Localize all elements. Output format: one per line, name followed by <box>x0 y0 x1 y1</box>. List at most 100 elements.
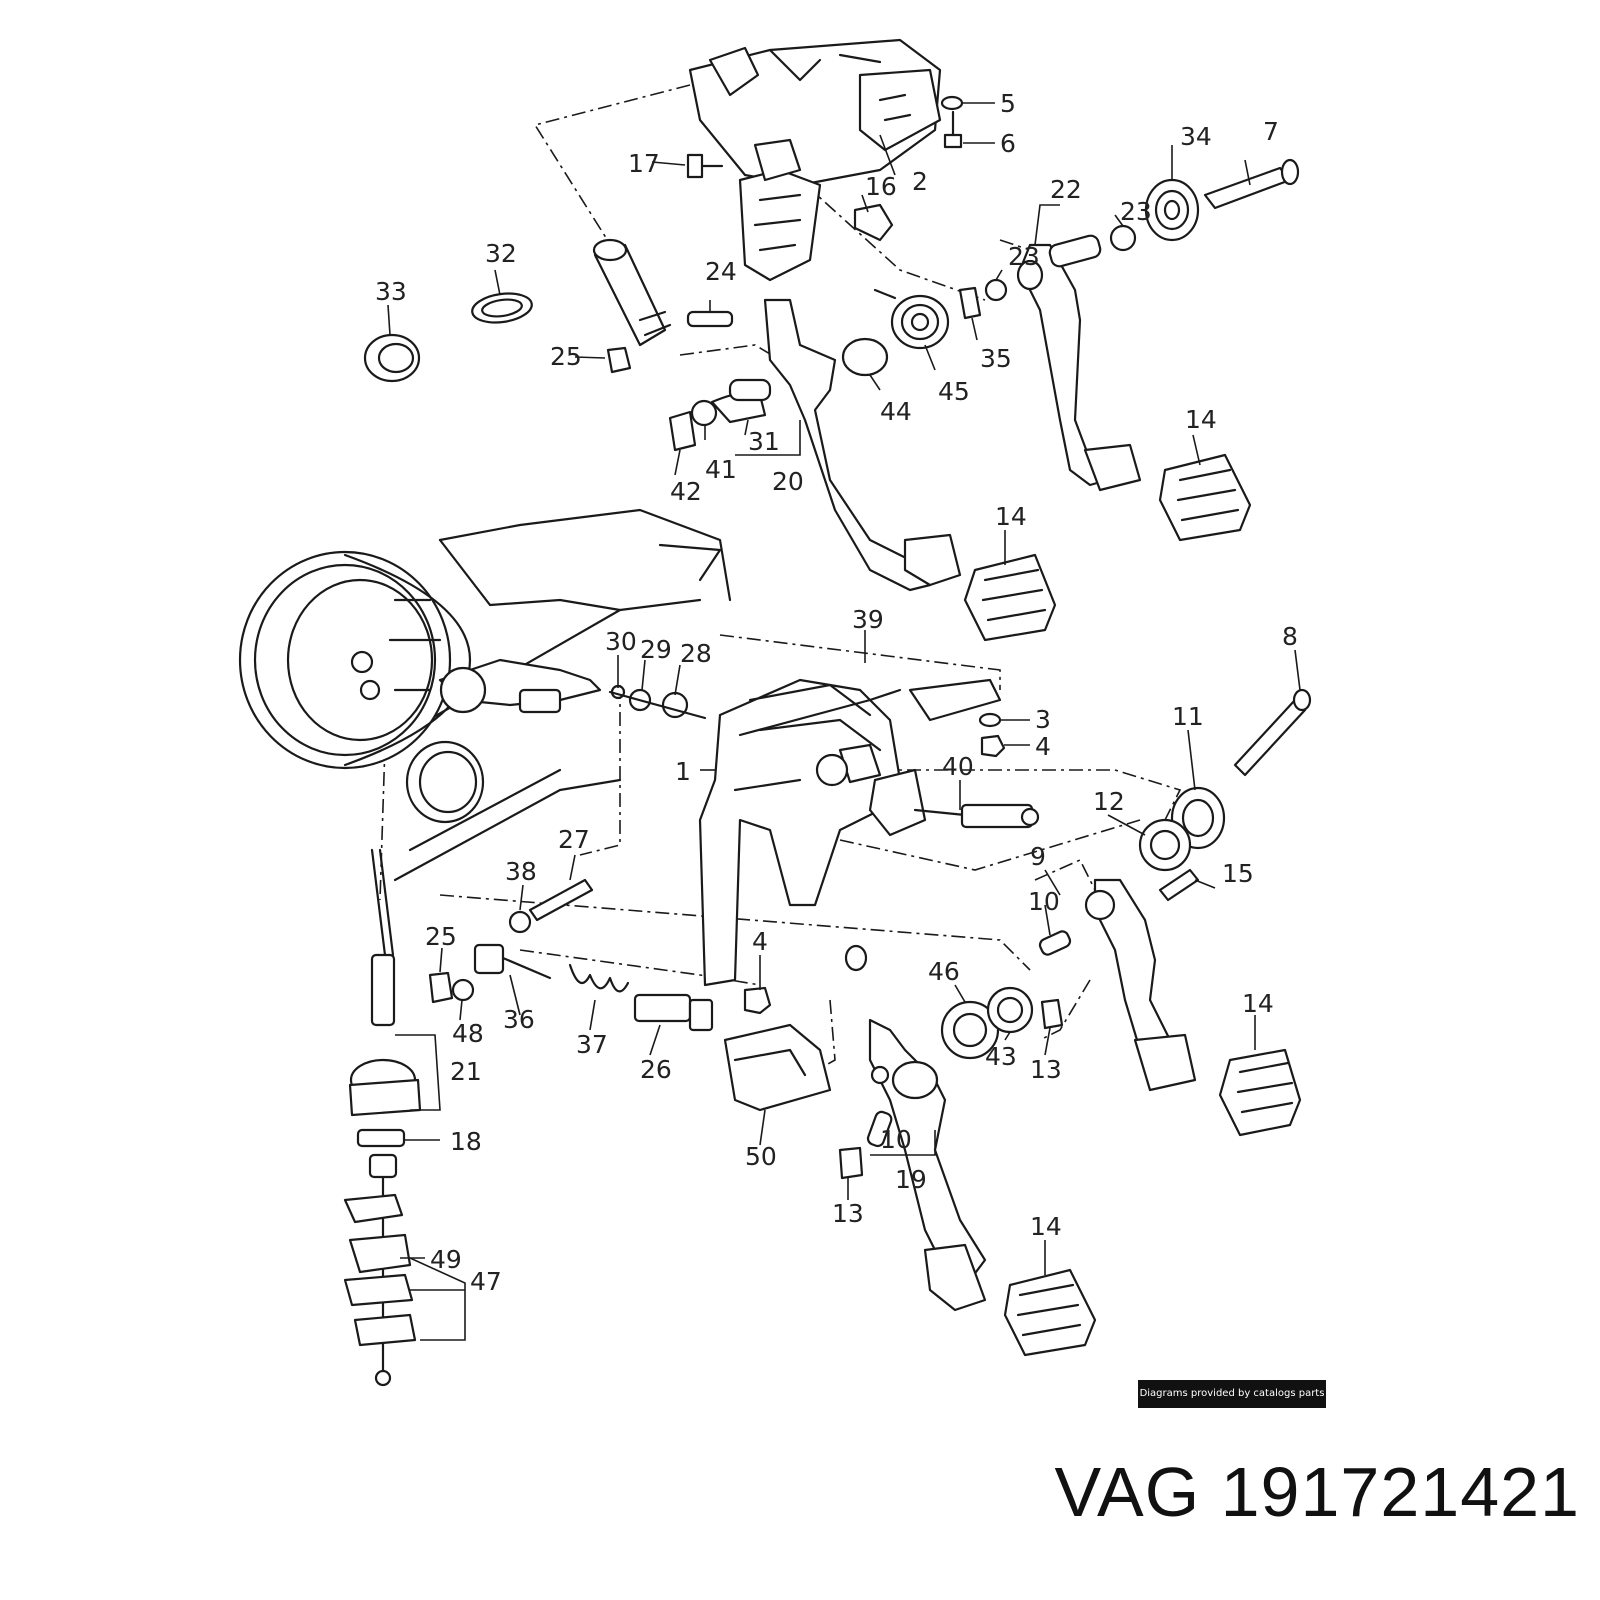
clip-13 <box>1040 998 1064 1030</box>
pin-24 <box>686 310 734 328</box>
clip-16 <box>853 203 894 242</box>
callout-27: 27 <box>558 825 590 854</box>
callout-20: 20 <box>772 467 804 496</box>
washer-48 <box>451 978 475 1002</box>
pivot-bolt-8 <box>1233 688 1312 777</box>
callout-25b: 25 <box>425 922 457 951</box>
grommet-33 <box>363 333 421 383</box>
spring-11 <box>1170 786 1226 850</box>
callout-45: 45 <box>938 377 970 406</box>
callout-47: 47 <box>470 1267 502 1296</box>
callout-26: 26 <box>640 1055 672 1084</box>
callout-15: 15 <box>1222 859 1254 888</box>
callout-1: 1 <box>675 757 691 786</box>
clip-35 <box>958 286 982 320</box>
callout-10a: 10 <box>1028 887 1060 916</box>
washer-3 <box>978 712 1002 728</box>
callout-24: 24 <box>705 257 737 286</box>
part-number-title: VAG 191721421 <box>1054 1453 1580 1531</box>
nut-4-lower <box>743 986 772 1015</box>
callout-18: 18 <box>450 1127 482 1156</box>
callout-43: 43 <box>985 1042 1017 1071</box>
callout-40: 40 <box>942 752 974 781</box>
callout-46: 46 <box>928 957 960 986</box>
leader-lines <box>387 102 1301 1341</box>
bushing-38 <box>508 910 532 934</box>
brake-pedal <box>984 234 1142 492</box>
pedal-pad-1 <box>1158 453 1252 542</box>
bushing-23 <box>1109 224 1137 252</box>
pushrod-assembly <box>438 658 707 720</box>
callout-19: 19 <box>895 1165 927 1194</box>
callout-4b: 4 <box>752 927 768 956</box>
pedal-bracket-center <box>698 678 1002 987</box>
diagram-credit-badge: Diagrams provided by catalogs parts <box>1138 1380 1326 1408</box>
callout-14c: 14 <box>1242 989 1274 1018</box>
callout-22: 22 <box>1050 175 1082 204</box>
callout-12: 12 <box>1093 787 1125 816</box>
lower-right-pedal <box>1038 878 1197 1092</box>
callout-41: 41 <box>705 455 737 484</box>
brake-booster <box>238 550 472 770</box>
callout-35: 35 <box>980 344 1012 373</box>
spring-45 <box>873 288 950 350</box>
callout-14a: 14 <box>1185 405 1217 434</box>
bolt-17 <box>686 153 724 179</box>
callout-3a: 3 <box>1035 705 1051 734</box>
bolt-6 <box>943 110 963 149</box>
pedal-pad-2 <box>963 553 1057 642</box>
callout-21: 21 <box>450 1057 482 1086</box>
spring-37 <box>568 963 630 993</box>
bushing-43 <box>986 986 1034 1034</box>
callout-28: 28 <box>680 639 712 668</box>
rod-36 <box>473 943 552 980</box>
callout-14d: 14 <box>1030 1212 1062 1241</box>
callout-39: 39 <box>852 605 884 634</box>
callout-37: 37 <box>576 1030 608 1059</box>
seal-ring <box>405 740 485 824</box>
nut-4 <box>980 734 1006 758</box>
clip-25-top <box>606 346 632 374</box>
callout-8: 8 <box>1282 622 1298 651</box>
clutch-pedal <box>668 298 962 592</box>
callout-4a: 4 <box>1035 732 1051 761</box>
callout-38: 38 <box>505 857 537 886</box>
callout-10b: 10 <box>880 1125 912 1154</box>
callout-29: 29 <box>640 635 672 664</box>
pin-27 <box>528 878 594 922</box>
bolt-15 <box>1158 868 1200 902</box>
callout-23b: 23 <box>1008 242 1040 271</box>
switch-cylinder <box>592 238 672 347</box>
callout-33: 33 <box>375 277 407 306</box>
clip-25-bottom <box>428 971 454 1004</box>
callout-31: 31 <box>748 427 780 456</box>
callout-30: 30 <box>605 627 637 656</box>
callout-25a: 25 <box>550 342 582 371</box>
callout-2: 2 <box>912 167 928 196</box>
callout-13b: 13 <box>832 1199 864 1228</box>
callout-44: 44 <box>880 397 912 426</box>
spring-34 <box>1144 178 1200 242</box>
pedal-pad-3 <box>1218 1048 1302 1137</box>
callout-23a: 23 <box>1120 197 1152 226</box>
callout-9: 9 <box>1030 842 1046 871</box>
rod-40 <box>913 803 1040 829</box>
bushing-12 <box>1138 818 1192 872</box>
clutch-cable <box>343 848 422 1387</box>
pedal-bracket-top <box>688 38 942 282</box>
callout-48: 48 <box>452 1019 484 1048</box>
callout-36: 36 <box>503 1005 535 1034</box>
sleeve-26 <box>633 993 714 1032</box>
washer-5 <box>940 95 964 111</box>
callout-16: 16 <box>865 172 897 201</box>
callout-6: 6 <box>1000 129 1016 158</box>
callout-7: 7 <box>1263 117 1279 146</box>
spring-46 <box>940 1000 1000 1060</box>
callout-labels: 5 6 2 16 17 7 34 22 23 23 35 45 44 24 25… <box>375 89 1298 1296</box>
pivot-bolt-7 <box>1203 158 1300 210</box>
callout-49: 49 <box>430 1245 462 1274</box>
pedal-cover-50 <box>723 944 868 1112</box>
callout-32: 32 <box>485 239 517 268</box>
pedal-pad-4 <box>1003 1268 1097 1357</box>
